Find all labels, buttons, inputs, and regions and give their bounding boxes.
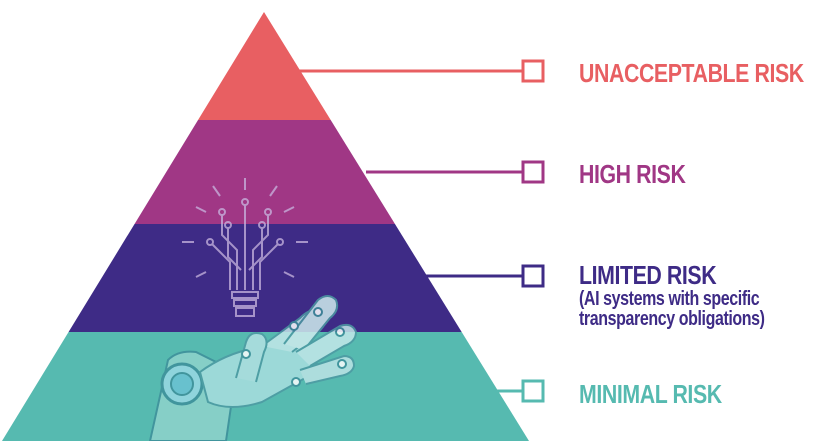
tier-band-limited <box>2 224 529 332</box>
robot-hand-icon <box>148 295 358 441</box>
tier-subtitle-limited-line1: (AI systems with specific <box>579 288 760 310</box>
connector-unacceptable <box>296 59 545 83</box>
connector-minimal <box>486 379 545 403</box>
checkbox-unacceptable-icon <box>521 59 545 83</box>
tier-band-unacceptable <box>2 12 529 120</box>
checkbox-minimal-icon <box>521 379 545 403</box>
tier-label-unacceptable: UNACCEPTABLE RISK <box>579 59 816 87</box>
tier-label-minimal: MINIMAL RISK <box>579 380 753 408</box>
tier-title-unacceptable: UNACCEPTABLE RISK <box>579 58 804 88</box>
tier-subtitle-limited-line2: transparency obligations) <box>579 308 765 330</box>
checkbox-limited-icon <box>521 264 545 288</box>
tier-title-limited: LIMITED RISK <box>579 260 717 290</box>
tier-title-minimal: MINIMAL RISK <box>579 379 722 409</box>
tier-label-high: HIGH RISK <box>579 160 709 188</box>
tier-title-high: HIGH RISK <box>579 159 686 189</box>
tier-label-limited: LIMITED RISK (AI systems with specific t… <box>579 261 811 329</box>
connector-high <box>366 160 545 184</box>
checkbox-high-icon <box>521 160 545 184</box>
connector-limited <box>410 264 545 288</box>
circuit-lightbulb-icon <box>182 178 308 317</box>
